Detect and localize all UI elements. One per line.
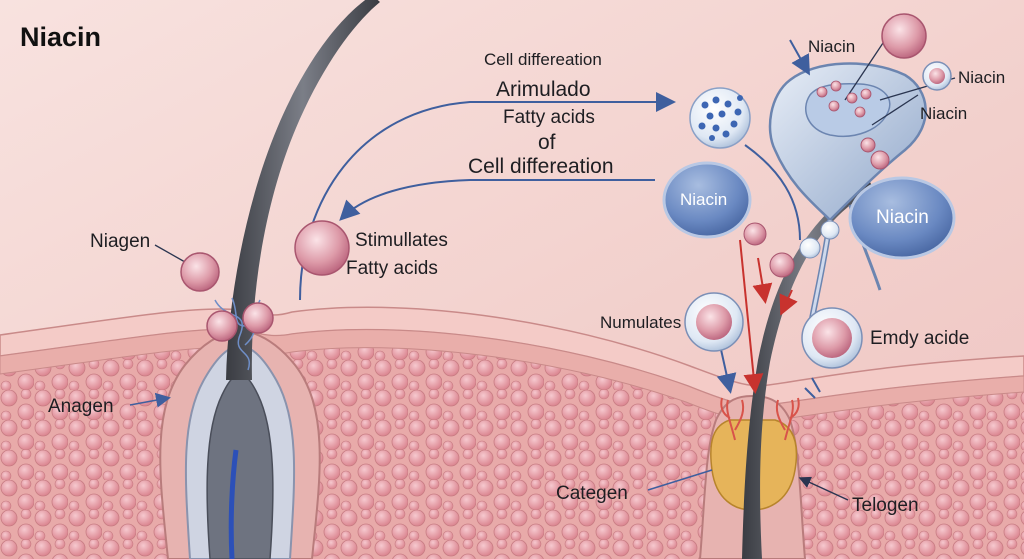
niacin-right2-pointer [871, 94, 919, 126]
label-niacin-top: Niacin [808, 37, 856, 56]
pink-cell-follicle-1 [206, 310, 238, 342]
left-blood-vessel [228, 449, 239, 559]
red-arrow-1 [739, 239, 764, 394]
niacin-top-pointer [844, 39, 886, 101]
label-fatty-acids-2: Fatty acids [346, 258, 438, 279]
right-papilla-vessels [720, 397, 800, 441]
arrow-to-stimulates-cell [339, 179, 655, 221]
label-telogen: Telogen [852, 495, 919, 516]
small-arrow-marks [804, 377, 821, 399]
telogen-pointer [798, 476, 849, 501]
connector-glass-to-vessel [744, 144, 801, 241]
glass-cell-small-1 [799, 237, 821, 259]
niacin-bubble-right [848, 176, 956, 260]
left-hair-shaft [226, 0, 380, 380]
pink-cell-small-2 [769, 252, 795, 278]
label-numulates: Numulates [600, 313, 682, 332]
pink-cell-top-right [881, 13, 927, 59]
diagram-title: Niacin [20, 22, 102, 52]
label-niacin-right: Niacin [958, 68, 1006, 87]
label-anagen: Anagen [48, 396, 114, 417]
label-cell-differeation-2: Cell differeation [468, 155, 614, 178]
label-fatty-acids-1: Fatty acids [503, 107, 595, 128]
red-arrow-2 [752, 257, 773, 304]
label-emdy-acide: Emdy acide [870, 328, 970, 349]
pink-cell-niagen [180, 252, 220, 292]
label-categen: Categen [556, 483, 628, 504]
label-cell-differeation-top: Cell differeation [484, 50, 602, 69]
label-of: of [538, 131, 556, 154]
pink-cell-follicle-2 [242, 302, 274, 334]
pink-cell-stimulates [294, 220, 350, 276]
label-niacin-right2: Niacin [920, 104, 968, 123]
dermis-boundary [0, 328, 1024, 423]
pink-cell-small-4 [860, 137, 876, 153]
arrow-niacin-top [789, 39, 810, 76]
anagen-pointer [129, 392, 171, 408]
label-niagen: Niagen [90, 231, 151, 252]
pink-cell-small-1 [743, 222, 767, 246]
label-niacin-bubble-right: Niacin [876, 207, 929, 228]
niagen-pointer [154, 244, 186, 263]
label-arimulado: Arimulado [496, 78, 591, 101]
label-niacin-bubble-left: Niacin [680, 190, 728, 209]
glass-cell-small-2 [820, 220, 840, 240]
arrow-to-follicle [716, 344, 737, 394]
vessel-particles [816, 80, 872, 118]
red-arrow-3 [779, 289, 798, 316]
niacin-bubble-left [662, 161, 752, 239]
label-stimullates: Stimullates [355, 230, 448, 251]
right-hair-shaft [742, 182, 874, 559]
categen-pointer [647, 469, 713, 491]
blue-particle-dots [698, 95, 743, 141]
pink-cell-small-3 [870, 150, 890, 170]
